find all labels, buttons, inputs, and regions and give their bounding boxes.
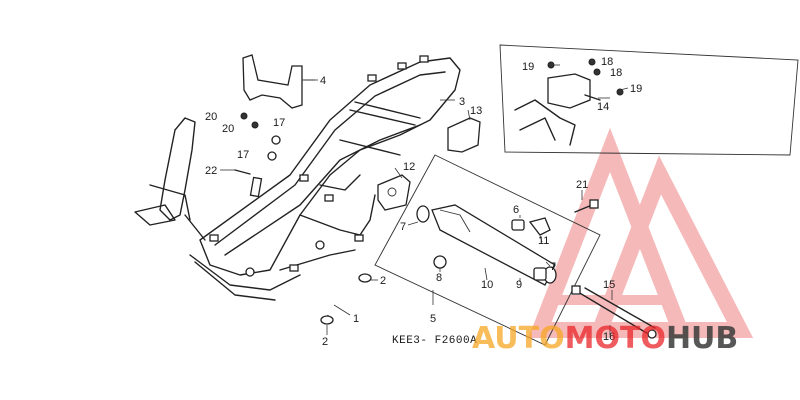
pivot-assembly-box bbox=[374, 154, 601, 346]
bolt-part-21 bbox=[574, 199, 599, 213]
watermark-moto: MOTO bbox=[565, 321, 666, 356]
bracket-part-4 bbox=[242, 54, 315, 109]
callout-9: 9 bbox=[516, 279, 522, 291]
plate-part-12 bbox=[377, 174, 411, 211]
callout-13: 13 bbox=[470, 105, 482, 117]
bolt-parts-15-16 bbox=[571, 285, 657, 339]
callout-16: 16 bbox=[603, 331, 615, 343]
inset-box bbox=[499, 44, 799, 156]
callout-22: 22 bbox=[205, 165, 217, 177]
callout-5: 5 bbox=[430, 313, 436, 325]
leader-lines bbox=[220, 64, 629, 335]
watermark-hub: HUB bbox=[666, 321, 738, 356]
callout-11: 11 bbox=[538, 235, 549, 247]
callout-14: 14 bbox=[597, 101, 609, 113]
frame-body-assembly bbox=[134, 55, 461, 301]
hose-part-1 bbox=[320, 273, 372, 325]
callout-2-lower: 2 bbox=[322, 336, 328, 348]
callout-8: 8 bbox=[436, 272, 442, 284]
callout-17-lower: 17 bbox=[237, 149, 249, 161]
callout-2-upper: 2 bbox=[380, 275, 386, 287]
callout-10: 10 bbox=[481, 279, 493, 291]
callout-18-upper: 18 bbox=[601, 56, 613, 68]
callout-20-upper: 20 bbox=[205, 111, 217, 123]
svg-text:AUTOMOTOHUB: AUTOMOTOHUB bbox=[472, 321, 738, 356]
plate-part-13 bbox=[447, 117, 481, 153]
callout-7-left: 7 bbox=[400, 221, 406, 233]
callout-15: 15 bbox=[603, 279, 615, 291]
callout-17-upper: 17 bbox=[273, 117, 285, 129]
callout-18-lower: 18 bbox=[610, 67, 622, 79]
callout-7-right: 7 bbox=[550, 261, 556, 273]
callout-20-lower: 20 bbox=[222, 123, 234, 135]
callout-4: 4 bbox=[320, 75, 326, 87]
watermark-auto: AUTO bbox=[472, 321, 565, 356]
hardware-small-parts bbox=[234, 112, 281, 198]
callout-19-right: 19 bbox=[630, 83, 642, 95]
callout-12: 12 bbox=[403, 161, 415, 173]
callout-1: 1 bbox=[353, 313, 359, 325]
diagram-code: KEE3- F2600A bbox=[392, 335, 477, 347]
watermark-text: AUTOMOTOHUB bbox=[472, 321, 738, 356]
callout-21: 21 bbox=[576, 179, 588, 191]
watermark-logo-icon bbox=[528, 127, 754, 338]
callout-19-left: 19 bbox=[522, 61, 534, 73]
callout-3: 3 bbox=[459, 96, 465, 108]
callout-6: 6 bbox=[513, 204, 519, 216]
callout-labels: 1 2 2 3 4 5 6 7 7 8 9 10 11 12 13 14 15 … bbox=[205, 56, 642, 348]
